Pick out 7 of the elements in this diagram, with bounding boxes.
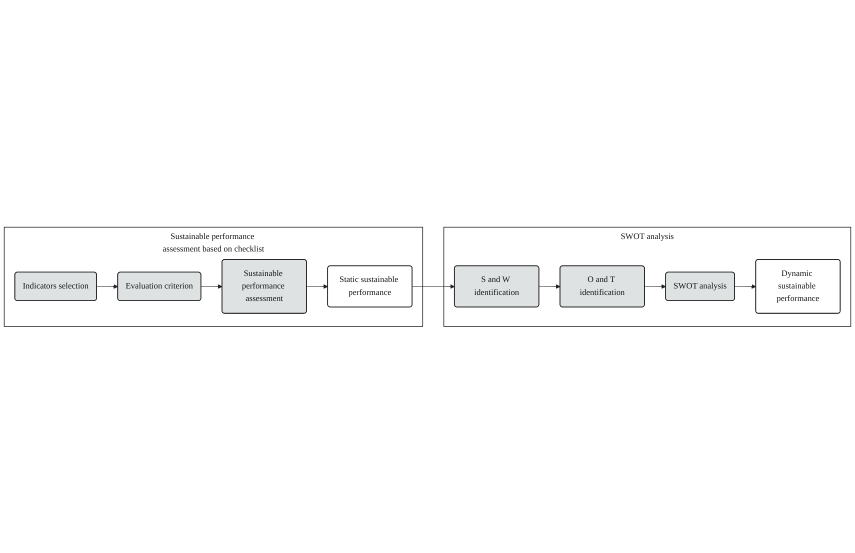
- arrow: [644, 284, 666, 288]
- arrow: [96, 284, 118, 288]
- arrow: [734, 284, 756, 288]
- arrow: [200, 284, 222, 288]
- arrow: [412, 284, 455, 288]
- arrow: [538, 284, 560, 288]
- arrow: [306, 284, 328, 288]
